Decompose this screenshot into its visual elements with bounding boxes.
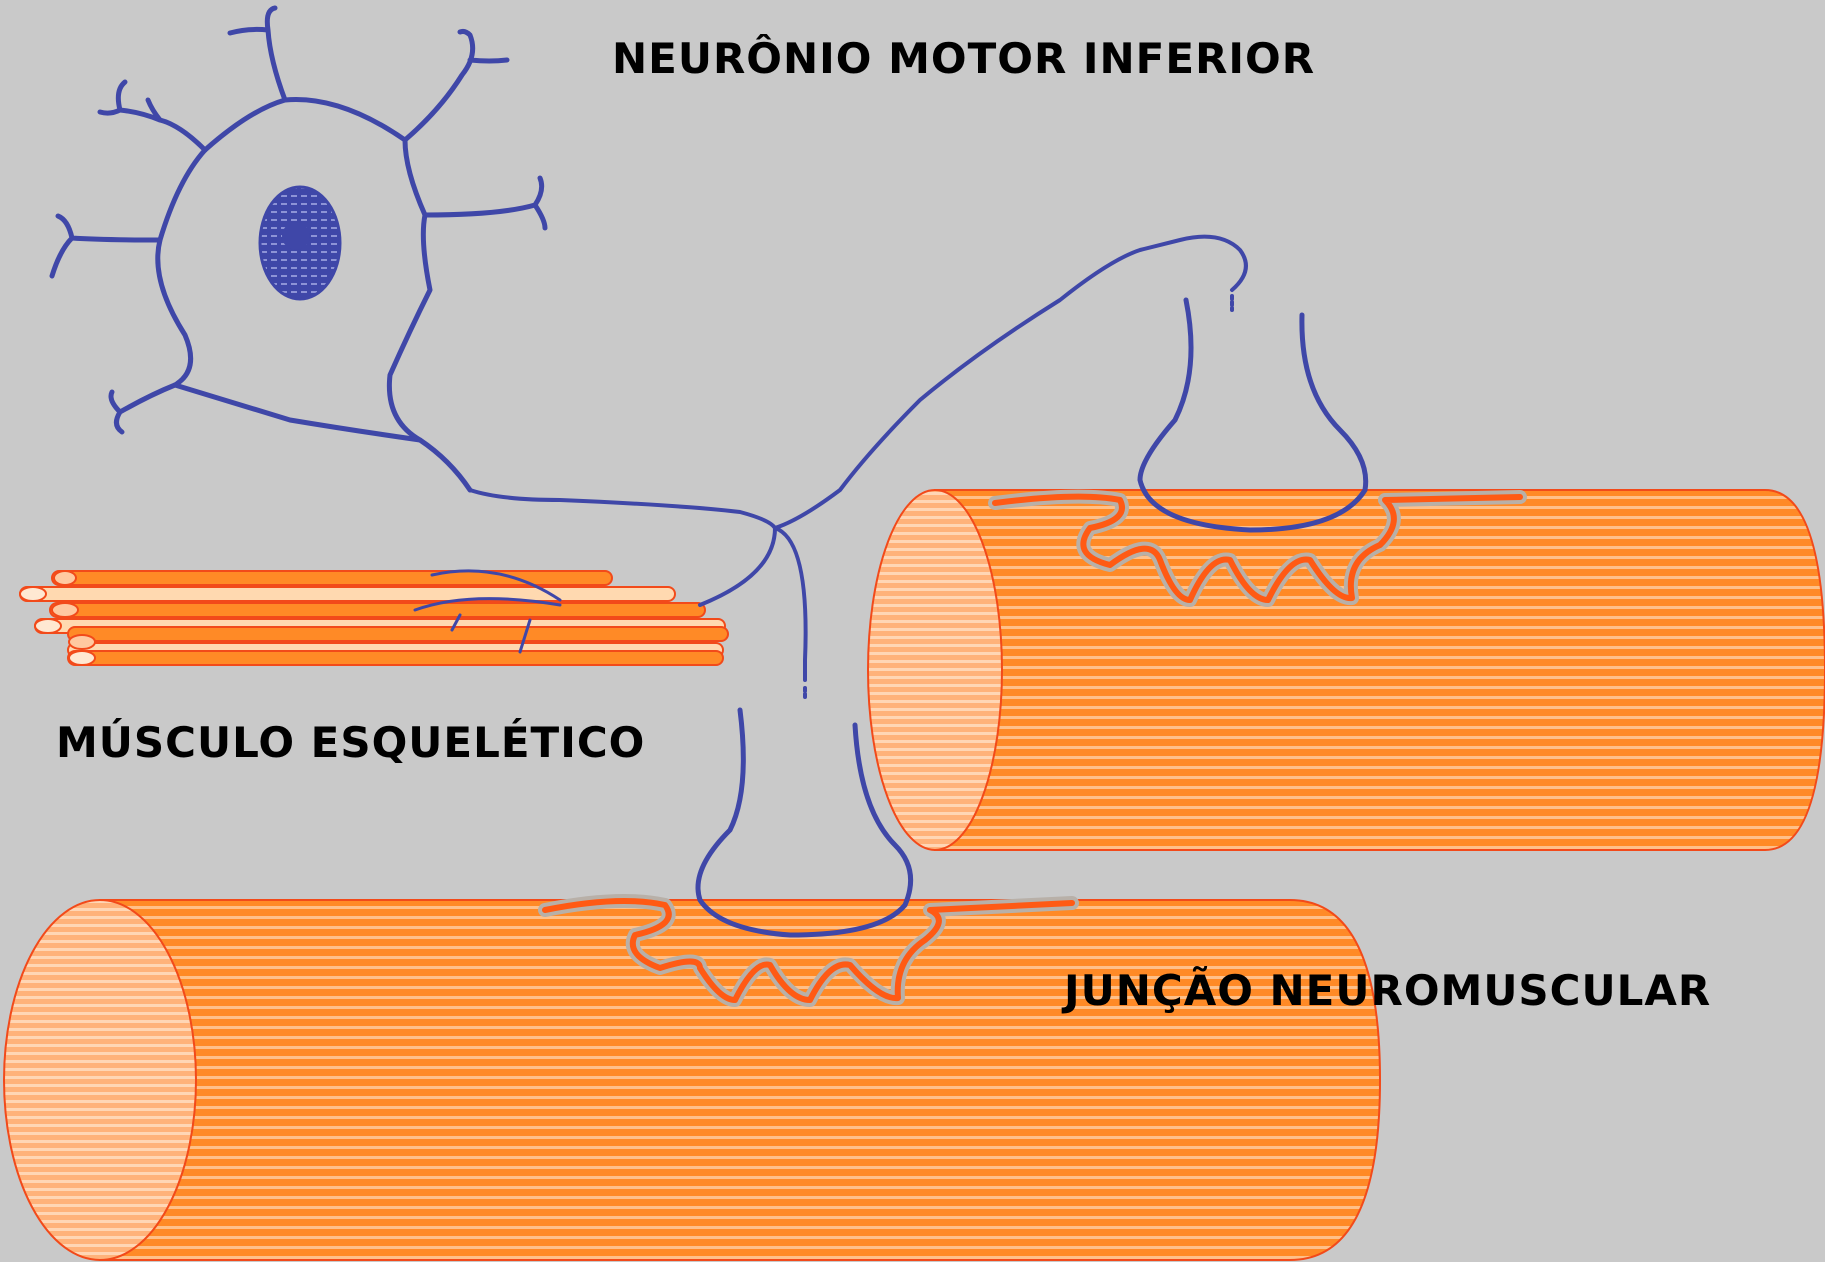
skeletal-muscle-label: MÚSCULO ESQUELÉTICO bbox=[56, 718, 645, 767]
muscle-bundle bbox=[20, 571, 728, 665]
muscle-fiber-lower bbox=[4, 900, 1380, 1260]
neuron-label: NEURÔNIO MOTOR INFERIOR bbox=[612, 34, 1315, 83]
neuron-nucleus bbox=[260, 187, 340, 299]
neuromuscular-junction-label: JUNÇÃO NEUROMUSCULAR bbox=[1064, 966, 1711, 1015]
muscle-fiber-upper bbox=[868, 490, 1825, 850]
